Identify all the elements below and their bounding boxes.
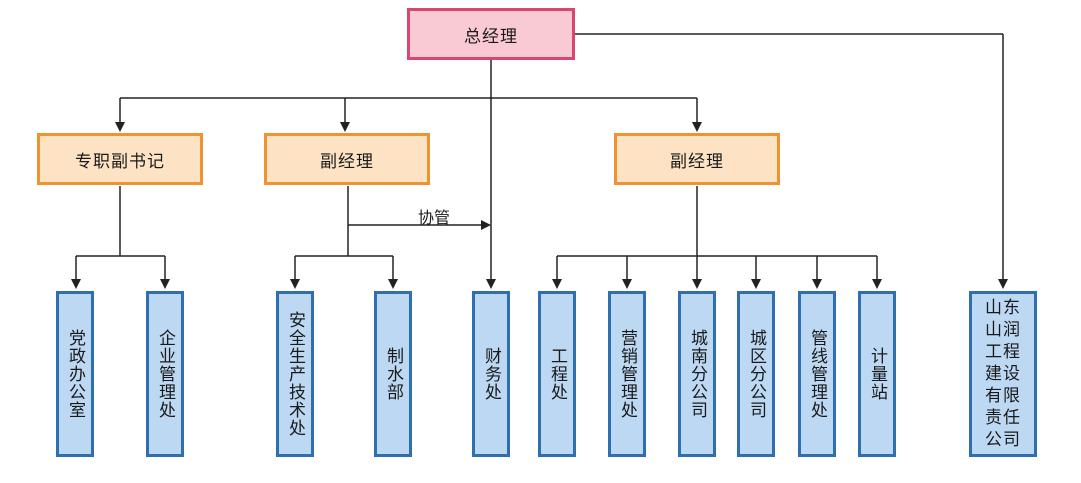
leaf-enterprise-mgmt: 企业管理处 [146, 291, 184, 457]
leaf-label: 城南分公司 [687, 329, 707, 419]
deputy-manager-right-label: 副经理 [670, 151, 724, 172]
leaf-safety-tech: 安全生产技术处 [276, 291, 314, 457]
leaf-label: 财务处 [481, 347, 501, 401]
leaf-metering-station: 计量站 [858, 291, 896, 457]
leaf-shanrun-company: 山东山润工程建设有限责任公司 [969, 291, 1037, 457]
co-manage-label: 协管 [418, 208, 451, 227]
deputy-manager-left-box: 副经理 [264, 133, 430, 185]
leaf-label: 企业管理处 [155, 329, 175, 419]
leaf-label: 管线管理处 [807, 329, 827, 419]
leaf-label: 安全生产技术处 [285, 311, 305, 437]
leaf-engineering: 工程处 [538, 291, 576, 457]
leaf-water-dept: 制水部 [374, 291, 412, 457]
leaf-pipeline-mgmt: 管线管理处 [798, 291, 836, 457]
leaf-urban-branch: 城区分公司 [737, 291, 775, 457]
leaf-label: 城区分公司 [746, 329, 766, 419]
leaf-party-office: 党政办公室 [56, 291, 94, 457]
party-secretary-label: 专职副书记 [75, 151, 165, 172]
deputy-manager-right-box: 副经理 [614, 133, 780, 185]
leaf-label: 山东山润工程建设有限责任公司 [985, 298, 1021, 450]
leaf-label: 党政办公室 [65, 329, 85, 419]
party-secretary-box: 专职副书记 [37, 133, 203, 185]
leaf-marketing: 营销管理处 [608, 291, 646, 457]
deputy-manager-left-label: 副经理 [320, 151, 374, 172]
leaf-label: 制水部 [383, 347, 403, 401]
leaf-finance: 财务处 [472, 291, 510, 457]
leaf-label: 工程处 [547, 347, 567, 401]
leaf-label: 计量站 [867, 347, 887, 401]
leaf-south-branch: 城南分公司 [678, 291, 716, 457]
general-manager-label: 总经理 [464, 26, 518, 47]
leaf-label: 营销管理处 [617, 329, 637, 419]
general-manager-box: 总经理 [407, 8, 575, 60]
